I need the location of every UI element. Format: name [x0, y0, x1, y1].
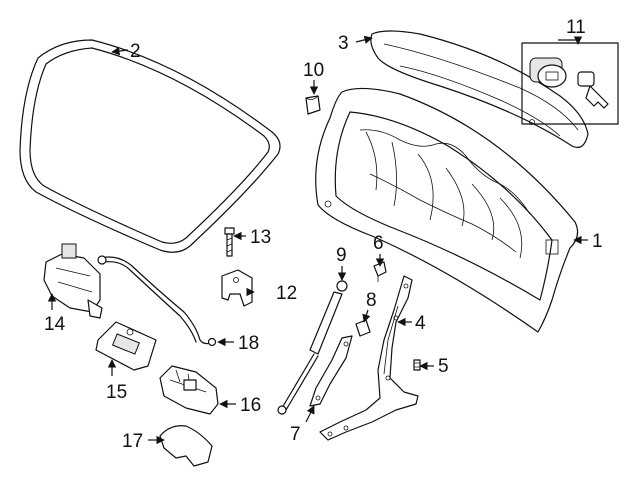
strut-bracket-part	[309, 335, 353, 407]
callout-5: 5	[438, 356, 449, 377]
callout-14: 14	[44, 314, 66, 335]
callout-6: 6	[373, 233, 384, 254]
callout-labels: 1 2 3 4 5 6 7 8 9 10 11 12 13 14 15 16 1…	[44, 17, 603, 452]
callout-9: 9	[336, 245, 347, 266]
callout-10: 10	[303, 60, 324, 81]
callout-17: 17	[122, 431, 143, 452]
bracket-part	[221, 269, 253, 307]
stop-part	[355, 319, 371, 337]
callout-16: 16	[240, 395, 261, 416]
handle-part	[95, 321, 157, 371]
callout-4: 4	[415, 313, 426, 334]
release-cable-part	[97, 255, 217, 347]
callout-18: 18	[238, 333, 259, 354]
callout-7: 7	[290, 424, 301, 445]
leader-lines	[47, 35, 588, 445]
lift-strut-part	[277, 280, 348, 415]
callout-2: 2	[130, 41, 141, 62]
callout-3: 3	[338, 33, 349, 54]
bumper-part	[305, 95, 321, 115]
actuator-part	[159, 365, 219, 415]
callout-1: 1	[592, 231, 603, 252]
weatherstrip-seal-part	[19, 39, 281, 253]
callout-15: 15	[106, 382, 127, 403]
screw-part	[413, 359, 421, 371]
hinge-part	[319, 275, 419, 441]
trunk-lid-part	[315, 87, 579, 333]
callout-12: 12	[276, 283, 297, 304]
callout-11: 11	[566, 17, 586, 38]
latch-part	[43, 243, 103, 319]
bolt-part	[224, 227, 235, 257]
callout-8: 8	[366, 290, 377, 311]
cover-part	[159, 425, 213, 467]
lock-cylinder-key-part	[521, 42, 619, 125]
callout-13: 13	[250, 227, 271, 248]
